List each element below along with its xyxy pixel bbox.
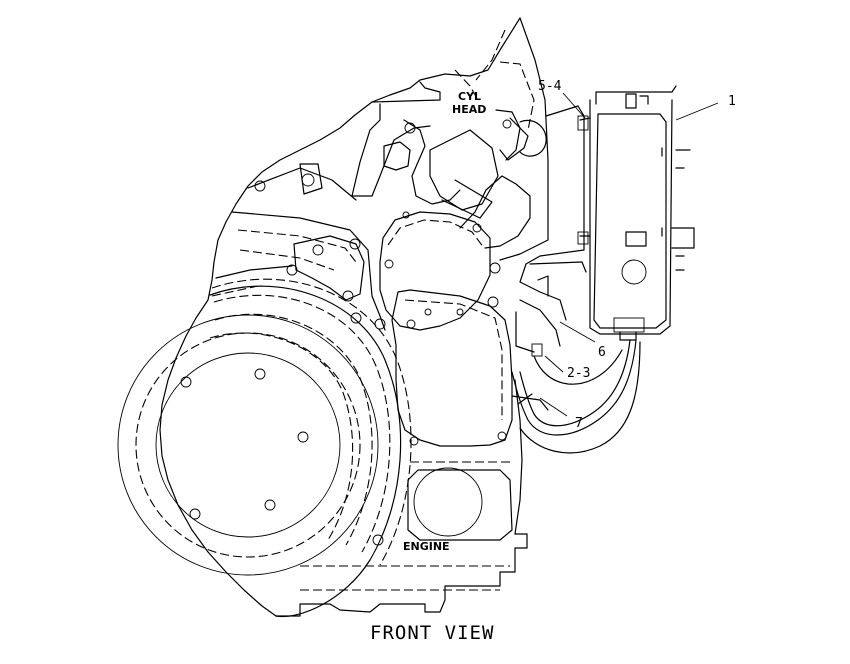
cylinder-head-structure	[351, 17, 549, 261]
head-label: HEAD	[452, 103, 486, 116]
control-module	[579, 85, 695, 341]
view-title: FRONT VIEW	[370, 622, 494, 644]
leader-lines	[539, 92, 719, 417]
engine-label: ENGINE	[403, 540, 450, 553]
front-cover	[379, 211, 513, 541]
module-bracket	[515, 105, 589, 357]
callout-6: 6	[598, 345, 606, 360]
block-side-ribs	[211, 163, 386, 331]
callout-2-3: 2-3	[567, 366, 590, 381]
wiring-harness	[511, 339, 641, 454]
callout-1: 1	[728, 94, 736, 109]
cyl-label: CYL	[458, 90, 481, 103]
callout-5-4: 5-4	[538, 79, 562, 94]
callout-7: 7	[575, 416, 583, 431]
flywheel-housing	[117, 278, 412, 618]
